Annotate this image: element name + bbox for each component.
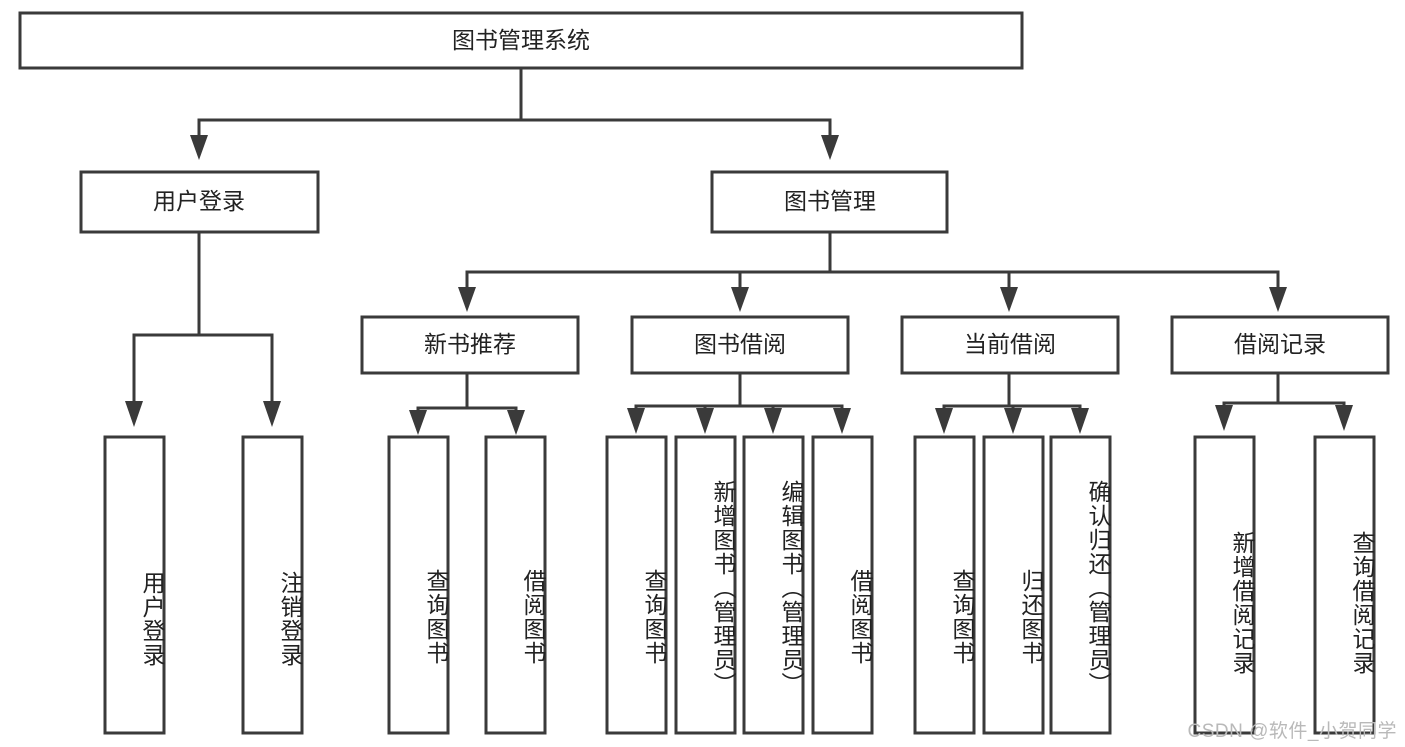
leaf-box-current-borrow-3[interactable] (1049, 435, 1112, 735)
leaf-box-current-borrow-1[interactable] (913, 435, 976, 735)
arrow-bookborrow-leaf-4 (833, 408, 851, 434)
arrow-currentborrow (1000, 287, 1018, 312)
node-book-manage-label: 图书管理 (784, 188, 876, 214)
arrow-newbook-leaf-1 (409, 410, 427, 435)
node-user-login-label: 用户登录 (153, 188, 245, 214)
leaf-box-book-borrow-2[interactable] (674, 435, 737, 735)
arrow-newbook-leaf-2 (507, 410, 525, 435)
arrow-newbook (458, 287, 476, 312)
leaf-box-current-borrow-2[interactable] (982, 435, 1045, 735)
leaf-box-new-book-1[interactable] (387, 435, 450, 735)
node-book-borrow-box[interactable] (630, 315, 850, 375)
arrow-bookborrow-leaf-1 (627, 408, 645, 434)
leaf-box-user-login-2[interactable] (241, 435, 304, 735)
node-current-borrow-label: 当前借阅 (964, 331, 1056, 357)
node-root-box[interactable] (18, 11, 1024, 70)
connectors-bookmanage-to-level2 (458, 230, 1287, 312)
arrow-bookborrow-leaf-2 (696, 408, 714, 434)
node-user-login-box[interactable] (79, 170, 320, 234)
node-root-label: 图书管理系统 (452, 27, 590, 53)
arrow-userlogin-leaf-2 (263, 401, 281, 427)
connectors-userlogin-to-leaves (125, 230, 281, 427)
arrow-to-book-manage (821, 135, 839, 160)
node-borrow-record-label: 借阅记录 (1234, 331, 1326, 357)
node-current-borrow-box[interactable] (900, 315, 1120, 375)
arrow-borrowrecord-leaf-2 (1335, 405, 1353, 431)
node-book-manage-box[interactable] (710, 170, 949, 234)
arrow-to-user-login (190, 135, 208, 160)
leaf-box-book-borrow-1[interactable] (605, 435, 668, 735)
arrow-bookborrow-leaf-3 (764, 408, 782, 434)
node-book-borrow-label: 图书借阅 (694, 331, 786, 357)
arrow-borrowrecord-leaf-1 (1215, 405, 1233, 431)
arrow-borrowrecord (1269, 287, 1287, 312)
connectors-borrowrecord-to-leaves (1215, 371, 1353, 431)
leaf-box-book-borrow-3[interactable] (742, 435, 805, 735)
csdn-watermark: CSDN @软件_小贺同学 (1187, 721, 1397, 742)
connectors-root-to-level1 (190, 66, 839, 160)
leaf-box-user-login-1[interactable] (103, 435, 166, 735)
leaf-box-borrow-record-1[interactable] (1193, 435, 1256, 735)
arrow-currentborrow-leaf-3 (1071, 408, 1089, 434)
node-new-book-recommend-label: 新书推荐 (424, 331, 516, 357)
connectors-newbook-to-leaves (409, 371, 525, 435)
leaf-box-borrow-record-2[interactable] (1313, 435, 1376, 735)
leaf-box-new-book-2[interactable] (484, 435, 547, 735)
node-new-book-recommend-box[interactable] (360, 315, 580, 375)
connectors-currentborrow-to-leaves (935, 371, 1089, 434)
arrow-currentborrow-leaf-2 (1004, 408, 1022, 434)
node-borrow-record-box[interactable] (1170, 315, 1390, 375)
arrow-currentborrow-leaf-1 (935, 408, 953, 434)
arrow-userlogin-leaf-1 (125, 401, 143, 427)
leaf-box-book-borrow-4[interactable] (811, 435, 874, 735)
arrow-bookborrow (731, 287, 749, 312)
connectors-bookborrow-to-leaves (627, 371, 851, 434)
